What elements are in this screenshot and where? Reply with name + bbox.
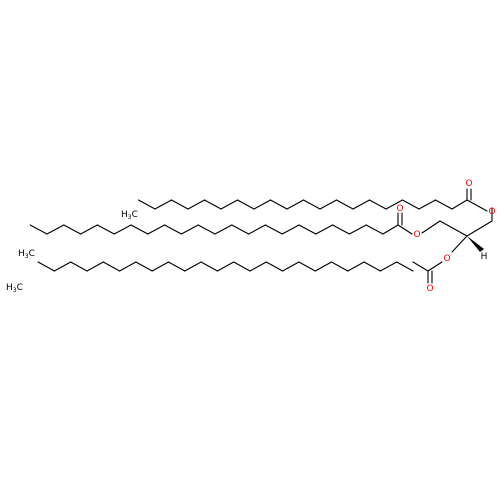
chain-middle-bond-9 bbox=[214, 224, 233, 235]
chain-bottom-bond-11 bbox=[216, 261, 235, 272]
chain-middle-bond-19 bbox=[46, 224, 65, 235]
c3-bond-o2 bbox=[421, 220, 441, 234]
chain-middle-bond-11 bbox=[180, 224, 199, 235]
oxygen-carbonyl-top: O bbox=[465, 179, 472, 189]
stereo-wedge bbox=[467, 236, 484, 252]
chain-middle-bond-14 bbox=[130, 224, 149, 235]
chain-bottom-bond-15 bbox=[151, 261, 170, 272]
chain-bottom-bond-8 bbox=[265, 261, 284, 272]
chain-middle-bond-18 bbox=[63, 224, 82, 235]
chain-middle-bond-6 bbox=[264, 224, 283, 235]
chain-top-bond-12 bbox=[236, 199, 255, 210]
chain-top-bond-7 bbox=[319, 199, 338, 210]
chain-top-bond-9 bbox=[286, 199, 305, 210]
methyl-bottom-sub: 3 bbox=[13, 287, 17, 294]
chain-top-bond-13 bbox=[220, 199, 239, 210]
chain-top-bond-5 bbox=[352, 199, 371, 210]
chain-bottom-bond-1 bbox=[379, 261, 398, 272]
chain-bottom-bond-3 bbox=[347, 261, 365, 272]
chain-top-bond-3 bbox=[385, 199, 404, 210]
backbone-c2-c3 bbox=[439, 220, 468, 237]
o2-bond-carbonyl bbox=[397, 224, 413, 235]
chain-middle-bond-5 bbox=[281, 224, 300, 235]
chain-bottom-bond-5 bbox=[314, 261, 333, 272]
o3-bond-carbonyl bbox=[427, 261, 443, 272]
chain-top-bond-1 bbox=[418, 199, 437, 210]
methyl-bottom-c: C bbox=[17, 283, 23, 293]
methyl-top-sub: 3 bbox=[128, 214, 132, 221]
oxygen-ester-middle: O bbox=[413, 230, 420, 240]
chain-bottom-bond-18 bbox=[102, 261, 121, 272]
chain-middle-bond-0 bbox=[365, 224, 384, 235]
methyl-top-c: C bbox=[132, 210, 138, 220]
methyl-top-h: H bbox=[121, 210, 128, 220]
chain-bottom-bond-7 bbox=[282, 261, 300, 272]
chain-bottom-bond-4 bbox=[330, 261, 349, 272]
methyl-middle-h: H bbox=[18, 249, 25, 259]
chain-top-bond-16 bbox=[170, 199, 189, 210]
methyl-middle: H3C bbox=[18, 249, 35, 260]
chain-bottom-bond-6 bbox=[298, 261, 316, 272]
chain-top-bond-0 bbox=[434, 199, 453, 210]
chain-bottom-bond-2 bbox=[363, 261, 381, 272]
chain-middle-bond-8 bbox=[231, 224, 250, 235]
chain-middle-bond-2 bbox=[332, 224, 350, 235]
chain-top-bond-11 bbox=[253, 199, 272, 210]
chain-bottom-bond-10 bbox=[233, 261, 251, 272]
chain-top-bond-10 bbox=[269, 199, 288, 210]
chain-middle-bond-20 bbox=[29, 224, 48, 235]
chain-middle-bond-15 bbox=[113, 224, 132, 235]
chain-bottom-link bbox=[412, 261, 429, 272]
chain-middle-bond-12 bbox=[164, 224, 182, 235]
methyl-middle-sub: 3 bbox=[25, 253, 29, 260]
chain-middle-bond-4 bbox=[298, 224, 317, 235]
chain-top-bond-6 bbox=[335, 199, 354, 210]
chain-middle-bond-7 bbox=[248, 224, 266, 235]
methyl-bottom: H3C bbox=[6, 283, 23, 294]
chain-middle-bond-17 bbox=[80, 224, 98, 235]
chain-bottom-bond-16 bbox=[135, 261, 153, 272]
methyl-bottom-h: H bbox=[6, 283, 13, 293]
chain-top-bond-4 bbox=[368, 199, 387, 210]
chain-bottom-bond-0 bbox=[396, 261, 414, 272]
hydrogen-atom: H bbox=[481, 252, 488, 262]
chain-top-link bbox=[451, 199, 468, 210]
chain-bottom-bond-21 bbox=[53, 261, 72, 272]
chain-bottom-bond-17 bbox=[119, 261, 137, 272]
chain-bottom-bond-9 bbox=[249, 261, 267, 272]
chain-middle-link bbox=[382, 224, 399, 235]
oxygen-carbonyl-middle: O bbox=[396, 204, 403, 214]
chain-top-bond-14 bbox=[203, 199, 222, 210]
o1-bond-carbonyl bbox=[466, 199, 488, 212]
chain-bottom-bond-20 bbox=[70, 261, 88, 272]
chain-bottom-bond-13 bbox=[184, 261, 202, 272]
oxygen-ester-top: O bbox=[488, 207, 495, 217]
chain-middle-bond-3 bbox=[315, 224, 334, 235]
c2-bond-o3 bbox=[451, 235, 468, 253]
chain-bottom-bond-12 bbox=[200, 261, 218, 272]
chain-top-bond-2 bbox=[401, 199, 420, 210]
chain-middle-bond-1 bbox=[348, 224, 367, 235]
chain-top-bond-17 bbox=[154, 199, 173, 210]
chain-middle-bond-16 bbox=[96, 224, 115, 235]
chain-bottom-bond-22 bbox=[37, 261, 55, 272]
chain-top-bond-18 bbox=[137, 199, 156, 210]
chain-middle-bond-10 bbox=[197, 224, 216, 235]
oxygen-carbonyl-bottom: O bbox=[426, 284, 433, 294]
backbone-c1-c2 bbox=[466, 220, 493, 237]
methyl-middle-c: C bbox=[29, 249, 35, 259]
methyl-top: H3C bbox=[121, 210, 138, 221]
oxygen-ester-bottom: O bbox=[443, 254, 450, 264]
chain-top-bond-8 bbox=[302, 199, 321, 210]
chain-middle-bond-13 bbox=[147, 224, 166, 235]
chain-bottom-bond-14 bbox=[167, 261, 186, 272]
chain-top-bond-15 bbox=[187, 199, 206, 210]
chain-bottom-bond-19 bbox=[86, 261, 104, 272]
